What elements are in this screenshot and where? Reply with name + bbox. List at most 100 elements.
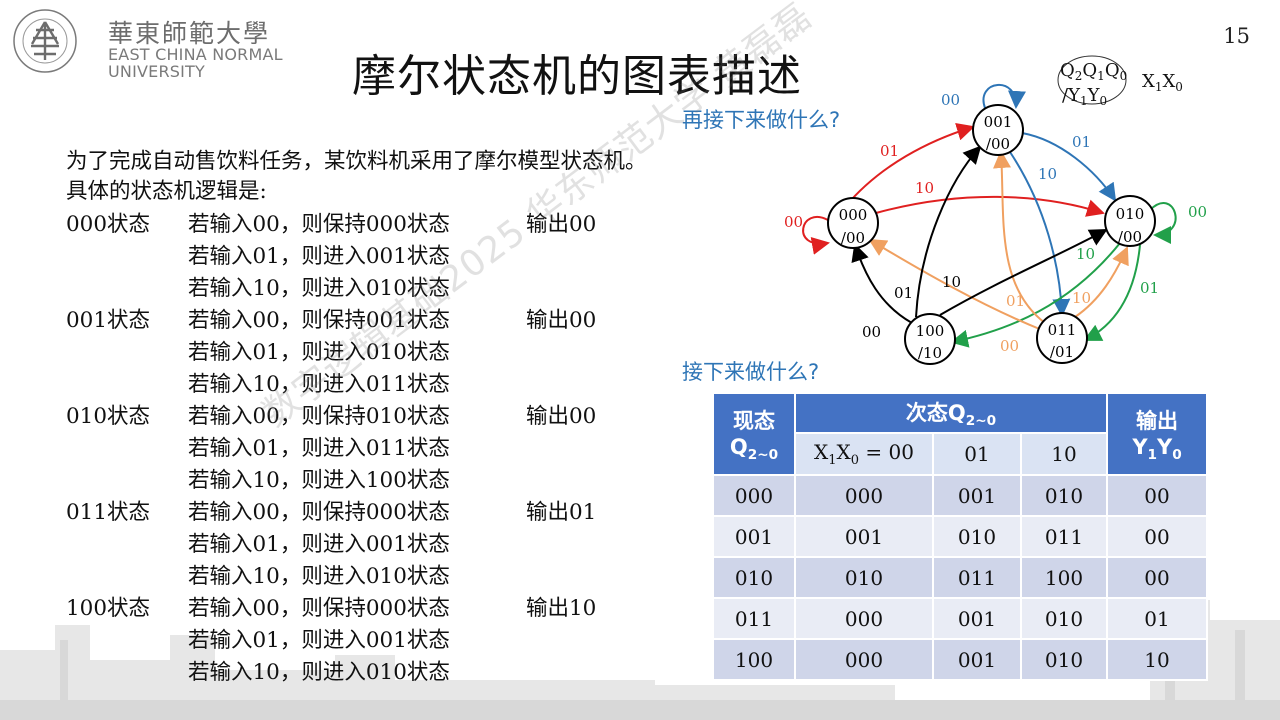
svg-text:001: 001 (984, 113, 1013, 131)
table-cell: 010 (1019, 474, 1109, 517)
rule-condition: 若输入10，则进入010状态 (188, 564, 450, 589)
svg-text:/Y1Y0: /Y1Y0 (1062, 85, 1107, 108)
edge-001-self (982, 83, 1026, 109)
edge-100-010 (939, 229, 1108, 316)
rule-condition: 若输入10，则进入100状态 (188, 468, 450, 493)
svg-text:/00: /00 (1118, 228, 1142, 246)
svg-text:010: 010 (1116, 205, 1145, 223)
rule-condition: 若输入01，则进入001状态 (188, 532, 450, 557)
edge-010-100 (950, 242, 1121, 348)
label-001-011: 10 (1038, 165, 1057, 183)
label-100-001: 01 (894, 284, 913, 302)
rule-condition: 若输入00，则保持010状态 (188, 404, 450, 429)
subheader-input-01: 01 (932, 432, 1022, 476)
table-cell: 011 (712, 597, 796, 640)
table-cell: 00 (1106, 515, 1209, 558)
table-cell: 010 (712, 556, 796, 599)
state-diagram: Q2Q1Q0 /Y1Y0 X1X0 00 01 10 00 01 10 00 1… (784, 55, 1207, 365)
label-100-000: 00 (862, 323, 881, 341)
table-cell: 000 (712, 474, 796, 517)
table-cell: 011 (1019, 515, 1109, 558)
header-next-state: 次态Q2~0 (793, 392, 1109, 434)
edge-010-011 (1083, 244, 1141, 341)
table-cell: 011 (932, 556, 1022, 599)
rule-condition: 若输入00，则保持001状态 (188, 308, 450, 333)
edge-011-010 (1074, 246, 1129, 318)
svg-text:/00: /00 (841, 229, 865, 247)
edge-000-010 (875, 195, 1105, 217)
edge-011-001 (993, 150, 1046, 324)
table-cell: 010 (932, 515, 1022, 558)
rule-condition: 若输入00，则保持000状态 (188, 212, 450, 237)
rule-output: 输出00 (526, 308, 597, 333)
label-001-010: 01 (1072, 133, 1091, 151)
svg-text:Q2Q1Q0: Q2Q1Q0 (1060, 60, 1127, 83)
node-100: 100 /10 (904, 313, 956, 365)
rule-condition: 若输入10，则进入011状态 (188, 372, 450, 397)
rule-condition: 若输入10，则进入010状态 (188, 660, 450, 685)
edge-100-001 (915, 145, 982, 318)
rule-output: 输出10 (526, 596, 597, 621)
label-011-000: 00 (1000, 337, 1019, 355)
label-011-010: 10 (1072, 289, 1091, 307)
table-cell: 001 (932, 638, 1022, 681)
rule-output: 输出00 (526, 404, 597, 429)
svg-text:011: 011 (1048, 321, 1077, 339)
table-cell: 10 (1106, 638, 1209, 681)
university-seal-icon (13, 9, 77, 73)
rule-state: 100状态 (66, 596, 151, 621)
svg-text:100: 100 (916, 322, 945, 340)
edge-001-010 (1021, 132, 1117, 202)
rule-condition: 若输入01，则进入001状态 (188, 628, 450, 653)
rule-state: 010状态 (66, 404, 151, 429)
label-100-010: 10 (942, 273, 961, 291)
table-cell: 00 (1106, 474, 1209, 517)
rule-state: 001状态 (66, 308, 151, 333)
label-self-010: 00 (1188, 203, 1207, 221)
edge-000-001 (844, 123, 975, 208)
slide-title: 摩尔状态机的图表描述 (352, 51, 802, 102)
table-cell: 000 (794, 474, 934, 517)
university-name-en-line1: EAST CHINA NORMAL (108, 45, 283, 64)
table-cell: 001 (932, 597, 1022, 640)
label-000-010: 10 (915, 179, 934, 197)
table-cell: 000 (794, 597, 934, 640)
rule-state: 011状态 (66, 500, 151, 525)
table-cell: 001 (794, 515, 934, 558)
rule-condition: 若输入00，则保持000状态 (188, 596, 450, 621)
svg-text:X1X0: X1X0 (1142, 71, 1183, 94)
table-cell: 000 (794, 638, 934, 681)
university-logo: 華東師範大學 EAST CHINA NORMAL UNIVERSITY (12, 8, 302, 81)
rule-condition: 若输入00，则保持000状态 (188, 500, 450, 525)
rule-condition: 若输入01，则进入011状态 (188, 436, 450, 461)
table-cell: 001 (712, 515, 796, 558)
edge-001-011 (1009, 151, 1071, 317)
label-self-000: 00 (784, 213, 803, 231)
rule-state: 000状态 (66, 212, 151, 237)
label-010-011: 01 (1140, 279, 1159, 297)
table-cell: 100 (712, 638, 796, 681)
intro-line-1: 为了完成自动售饮料任务，某饮料机采用了摩尔模型状态机。 (66, 149, 647, 174)
edge-010-self (1149, 202, 1177, 244)
subheader-input-00: X1X0 = 00 (794, 432, 934, 476)
subheader-input-10: 10 (1019, 432, 1109, 476)
edge-000-self (802, 216, 830, 255)
svg-text:000: 000 (839, 206, 868, 224)
node-011: 011 /01 (1036, 312, 1088, 364)
rule-output: 输出01 (526, 500, 597, 525)
table-cell: 010 (1019, 638, 1109, 681)
university-name-cn: 華東師範大學 (108, 19, 271, 48)
diagram-legend: Q2Q1Q0 /Y1Y0 X1X0 (1057, 55, 1183, 108)
svg-text:/10: /10 (918, 344, 942, 362)
label-011-001: 01 (1006, 292, 1025, 310)
label-self-001: 00 (941, 91, 960, 109)
svg-text:/00: /00 (986, 135, 1010, 153)
rule-output: 输出00 (526, 212, 597, 237)
